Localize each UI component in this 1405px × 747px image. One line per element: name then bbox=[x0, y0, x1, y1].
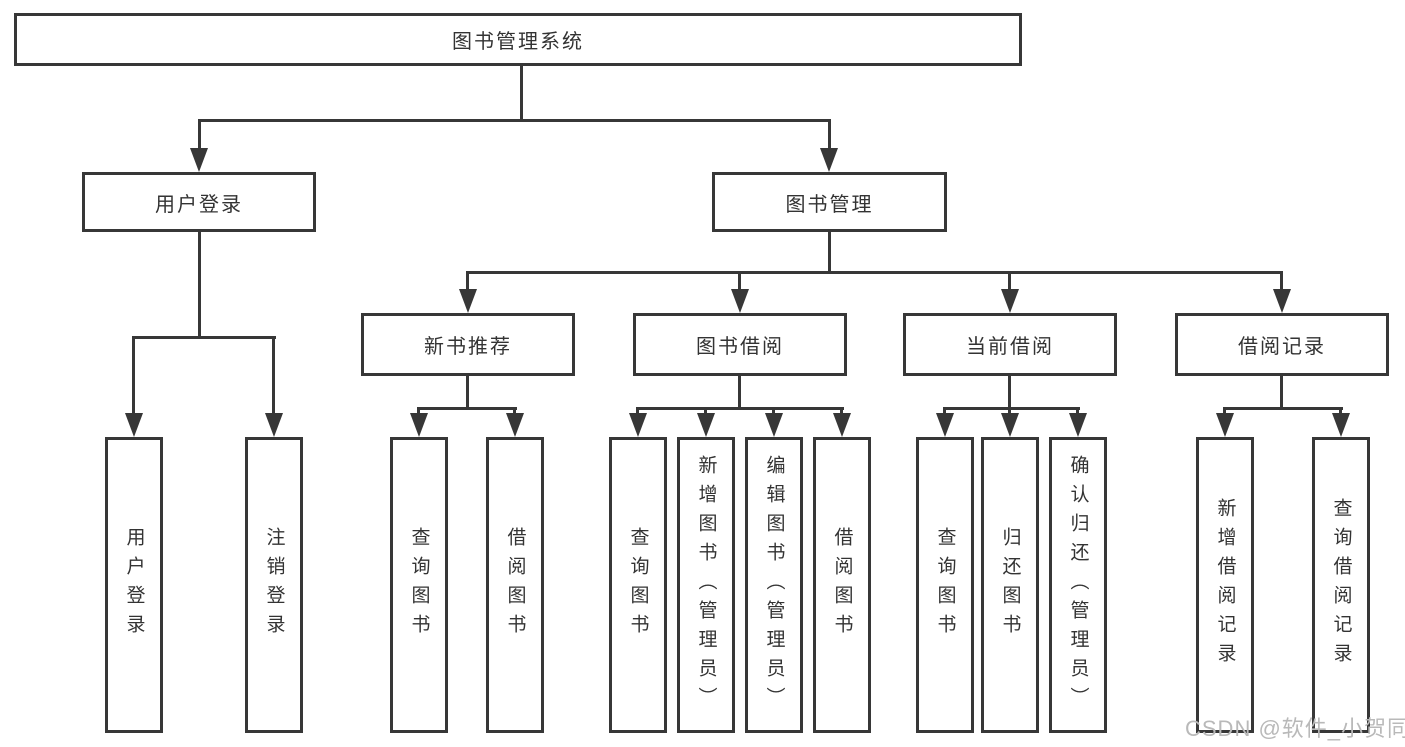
connector-line bbox=[132, 336, 276, 339]
node-label: 当前借阅 bbox=[966, 336, 1054, 358]
arrowhead-down-icon bbox=[820, 148, 838, 172]
node-label: 新书推荐 bbox=[424, 336, 512, 358]
node-label: 查询图书 bbox=[408, 527, 430, 643]
arrowhead-down-icon bbox=[1001, 413, 1019, 437]
arrowhead-down-icon bbox=[410, 413, 428, 437]
arrowhead-down-icon bbox=[833, 413, 851, 437]
node-label: 确认归还（管理员） bbox=[1067, 454, 1089, 716]
csdn-watermark: CSDN @软件_小贺同学 bbox=[1185, 716, 1405, 741]
leaf-query-borrowing-record: 查询借阅记录 bbox=[1312, 437, 1370, 733]
connector-line bbox=[1280, 376, 1283, 410]
connector-line bbox=[1223, 407, 1226, 417]
connector-line bbox=[943, 407, 946, 417]
node-label: 借阅图书 bbox=[504, 527, 526, 643]
connector-line bbox=[1008, 271, 1011, 293]
leaf-return-books: 归还图书 bbox=[981, 437, 1039, 733]
arrowhead-down-icon bbox=[459, 289, 477, 313]
node-label: 编辑图书（管理员） bbox=[763, 454, 785, 716]
arrowhead-down-icon bbox=[125, 413, 143, 437]
node-label: 查询图书 bbox=[627, 527, 649, 643]
node-label: 图书管理系统 bbox=[452, 31, 584, 53]
arrowhead-down-icon bbox=[731, 289, 749, 313]
arrowhead-down-icon bbox=[506, 413, 524, 437]
leaf-add-borrowing-record: 新增借阅记录 bbox=[1196, 437, 1254, 733]
connector-line bbox=[417, 407, 517, 410]
leaf-query-books-recommendation: 查询图书 bbox=[390, 437, 448, 733]
connector-line bbox=[466, 271, 469, 293]
connector-line bbox=[520, 64, 523, 122]
connector-line bbox=[1008, 376, 1011, 410]
connector-line bbox=[943, 407, 1080, 410]
arrowhead-down-icon bbox=[1001, 289, 1019, 313]
node-current-borrowing: 当前借阅 bbox=[903, 313, 1117, 376]
node-label: 查询图书 bbox=[934, 527, 956, 643]
connector-line bbox=[198, 119, 201, 151]
connector-line bbox=[772, 407, 775, 417]
node-book-borrowing: 图书借阅 bbox=[633, 313, 847, 376]
connector-line bbox=[1076, 407, 1079, 417]
leaf-confirm-return-admin: 确认归还（管理员） bbox=[1049, 437, 1107, 733]
leaf-edit-books-admin: 编辑图书（管理员） bbox=[745, 437, 803, 733]
leaf-add-books-admin: 新增图书（管理员） bbox=[677, 437, 735, 733]
node-label: 新增借阅记录 bbox=[1214, 498, 1236, 672]
leaf-borrow-books: 借阅图书 bbox=[813, 437, 871, 733]
node-book-management: 图书管理 bbox=[712, 172, 947, 232]
leaf-query-books-borrowing: 查询图书 bbox=[609, 437, 667, 733]
connector-line bbox=[738, 376, 741, 410]
connector-line bbox=[704, 407, 707, 417]
leaf-user-login: 用户登录 bbox=[105, 437, 163, 733]
arrowhead-down-icon bbox=[936, 413, 954, 437]
connector-line bbox=[828, 232, 831, 274]
arrowhead-down-icon bbox=[629, 413, 647, 437]
node-label: 注销登录 bbox=[263, 527, 285, 643]
arrowhead-down-icon bbox=[190, 148, 208, 172]
node-label: 归还图书 bbox=[999, 527, 1021, 643]
leaf-query-books-current: 查询图书 bbox=[916, 437, 974, 733]
node-label: 用户登录 bbox=[155, 193, 243, 216]
leaf-logout: 注销登录 bbox=[245, 437, 303, 733]
node-library-management-system: 图书管理系统 bbox=[14, 13, 1022, 66]
arrowhead-down-icon bbox=[265, 413, 283, 437]
node-new-book-recommendation: 新书推荐 bbox=[361, 313, 575, 376]
connector-line bbox=[636, 407, 639, 417]
connector-line bbox=[417, 407, 420, 417]
arrowhead-down-icon bbox=[765, 413, 783, 437]
node-label: 借阅记录 bbox=[1238, 336, 1326, 358]
connector-line bbox=[466, 271, 1283, 274]
connector-line bbox=[132, 336, 135, 415]
arrowhead-down-icon bbox=[1273, 289, 1291, 313]
arrowhead-down-icon bbox=[1332, 413, 1350, 437]
connector-line bbox=[272, 336, 275, 415]
node-label: 新增图书（管理员） bbox=[695, 454, 717, 716]
connector-line bbox=[1280, 271, 1283, 293]
connector-line bbox=[198, 119, 831, 122]
node-user-login: 用户登录 bbox=[82, 172, 316, 232]
arrowhead-down-icon bbox=[1216, 413, 1234, 437]
connector-line bbox=[1339, 407, 1342, 417]
leaf-borrow-books-recommendation: 借阅图书 bbox=[486, 437, 544, 733]
connector-line bbox=[840, 407, 843, 417]
node-label: 用户登录 bbox=[123, 527, 145, 643]
node-label: 借阅图书 bbox=[831, 527, 853, 643]
node-label: 图书管理 bbox=[785, 193, 874, 216]
node-label: 图书借阅 bbox=[696, 336, 784, 358]
connector-line bbox=[1008, 407, 1011, 417]
node-borrowing-records: 借阅记录 bbox=[1175, 313, 1389, 376]
connector-line bbox=[828, 119, 831, 151]
connector-line bbox=[1223, 407, 1343, 410]
arrowhead-down-icon bbox=[1069, 413, 1087, 437]
connector-line bbox=[738, 271, 741, 293]
connector-line bbox=[513, 407, 516, 417]
arrowhead-down-icon bbox=[697, 413, 715, 437]
connector-line bbox=[636, 407, 844, 410]
node-label: 查询借阅记录 bbox=[1330, 498, 1352, 672]
connector-line bbox=[198, 232, 201, 339]
connector-line bbox=[466, 376, 469, 410]
